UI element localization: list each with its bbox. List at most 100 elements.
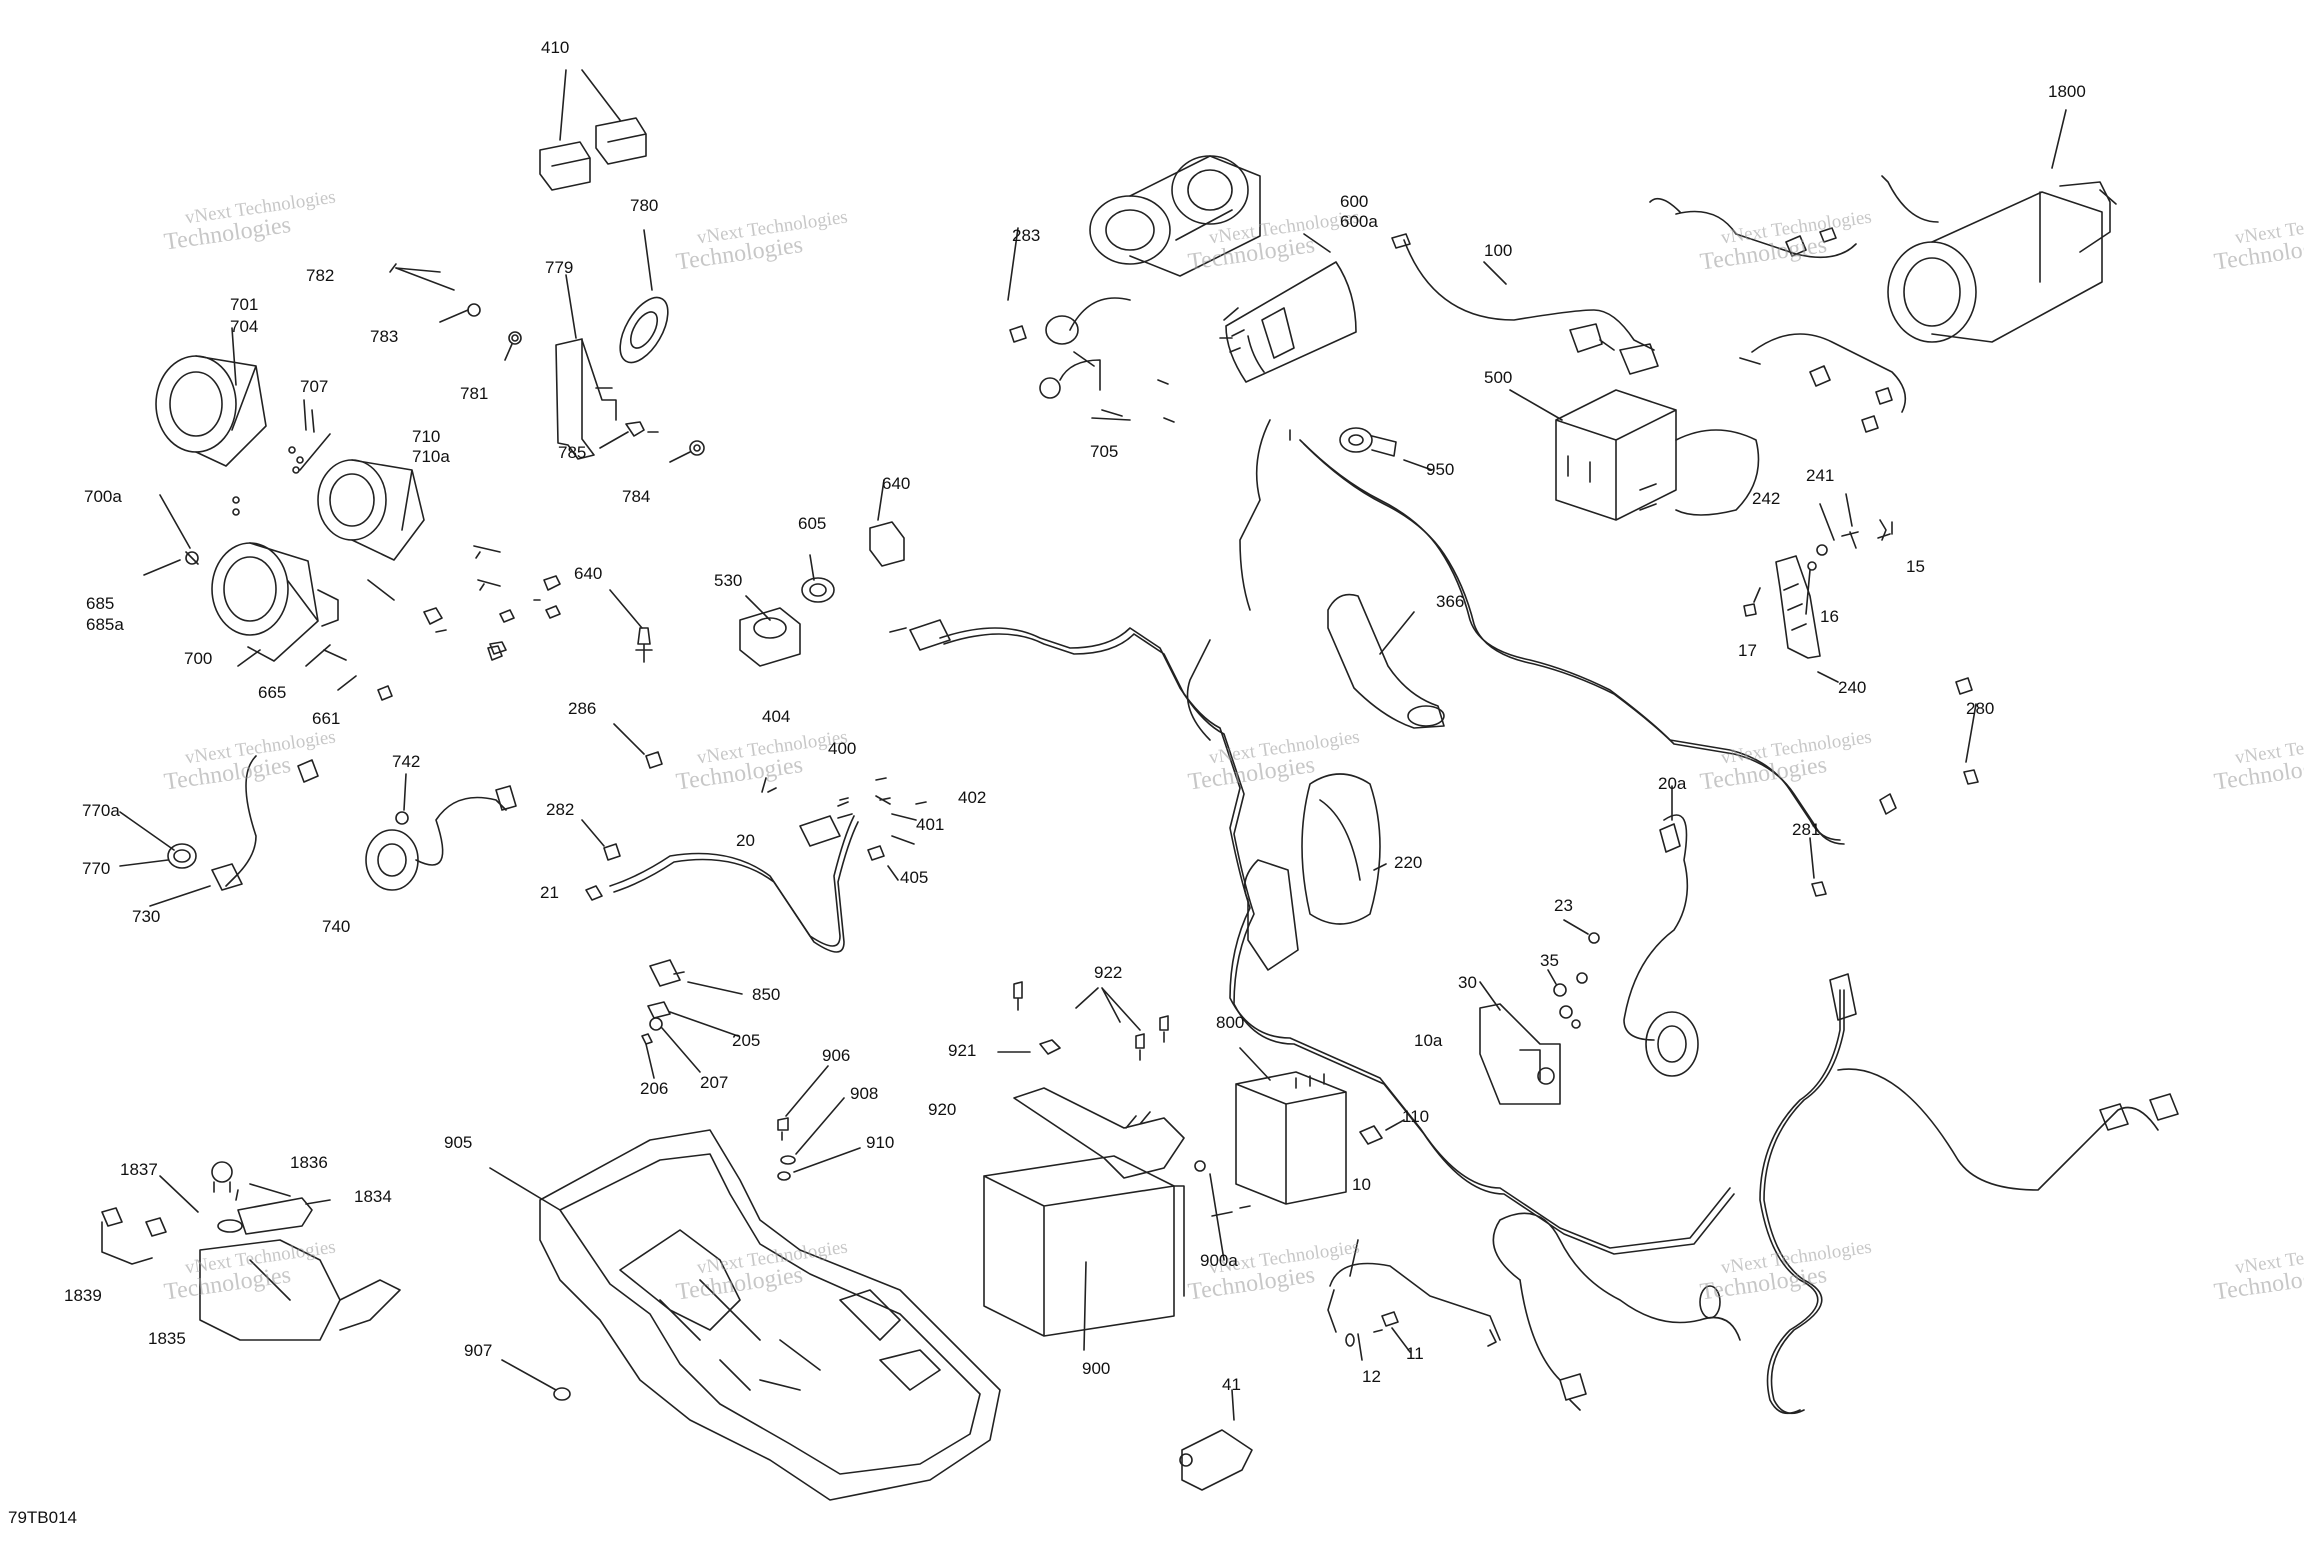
callout-label: 685a [86,615,124,634]
harness-lower-right [1492,973,2179,1415]
callout-label: 782 [306,266,335,285]
callout-label: 30 [1458,973,1477,992]
callout-label: 742 [392,752,421,771]
battery-hardware [777,981,1169,1181]
callout-label: 207 [700,1073,729,1092]
pedal-assembly [101,1161,401,1341]
callout-label: 900a [1200,1251,1238,1270]
fuse-boxes [539,69,647,191]
bracket-240 [1743,493,1893,683]
callout-label: 404 [762,707,791,726]
callout-label: 400 [828,739,857,758]
callout-label: 1837 [120,1160,158,1179]
callout-label: 12 [1362,1367,1381,1386]
callout-label: 10a [1414,1031,1443,1050]
sensor-730 [119,755,319,907]
callout-label: 905 [444,1133,473,1152]
callout-label: 600 [1340,192,1369,211]
throttle-assembly [1007,155,1357,423]
connectors-850 [641,959,743,1079]
callout-label: 110 [1402,1107,1430,1126]
callout-label: 1800 [2048,82,2086,101]
ignition-parts [609,479,905,667]
hose-366 [1327,593,1445,729]
headlights-left [143,327,425,691]
callout-label: 740 [322,917,351,936]
callout-label: 906 [822,1046,851,1065]
callout-label: 730 [132,907,161,926]
callout-label: 784 [622,487,651,506]
callout-label: 366 [1436,592,1465,611]
callout-label: 402 [958,788,987,807]
callout-label: 707 [300,377,329,396]
callout-label: 701 [230,295,259,314]
harness-upper-right [1649,197,1907,433]
callout-label: 770 [82,859,111,878]
harness-950-branch [1299,439,1897,845]
callout-label: 241 [1806,466,1835,485]
callout-label: 286 [568,699,597,718]
clips-280-281 [1809,677,1979,897]
foam-220 [1301,773,1387,925]
callout-label: 950 [1426,460,1455,479]
callout-label: 785 [558,443,587,462]
callout-label: 500 [1484,368,1513,387]
callout-label: 281 [1792,820,1821,839]
callout-label: 11 [1406,1344,1424,1363]
callout-label: 640 [574,564,603,583]
callout-label: 10 [1352,1175,1371,1194]
light-screws [323,545,561,701]
callout-label: 910 [866,1133,895,1152]
callout-label: 922 [1094,963,1123,982]
callout-label: 401 [916,815,945,834]
callout-label: 908 [850,1084,879,1103]
callout-label: 23 [1554,896,1573,915]
callout-label: 20a [1658,774,1687,793]
callout-label: 17 [1738,641,1757,660]
callout-label: 665 [258,683,287,702]
callout-label: 220 [1394,853,1423,872]
switch-950 [1339,427,1433,471]
battery-cable-20 [585,777,927,953]
hardware-bolts [389,263,705,463]
callout-label: 100 [1484,241,1513,260]
callout-label: 405 [900,868,929,887]
callout-label: 15 [1906,557,1925,576]
sensor-740 [365,773,517,891]
callout-label: 700 [184,649,213,668]
callout-label: 850 [752,985,781,1004]
callout-label: 35 [1540,951,1559,970]
callout-label: 16 [1820,607,1839,626]
ground-cable-10 [1179,1239,1501,1491]
callout-label: 700a [84,487,122,506]
callout-label: 410 [541,38,570,57]
callout-label: 205 [732,1031,761,1050]
callout-label: 20 [736,831,755,850]
callout-label: 770a [82,801,120,820]
callout-label: 800 [1216,1013,1245,1032]
bracket-30 [1479,919,1600,1105]
callout-label: 600a [1340,212,1378,231]
winch-1800 [1881,109,2117,343]
callout-label: 242 [1752,489,1781,508]
callout-label: 685 [86,594,115,613]
callout-label: 282 [546,800,575,819]
callout-label: 1834 [354,1187,392,1206]
callout-label: 907 [464,1341,493,1360]
callout-label: 781 [460,384,489,403]
horn-and-bracket [555,229,669,460]
callout-label: 21 [540,883,559,902]
callout-label: 206 [640,1079,669,1098]
callout-label: 920 [928,1100,957,1119]
callout-label: 921 [948,1041,977,1060]
diagram-code: 79TB014 [8,1508,77,1527]
callout-label: 900 [1082,1359,1111,1378]
callout-label: 710a [412,447,450,466]
battery-900 [983,1087,1251,1351]
callout-label: 605 [798,514,827,533]
callout-label: 705 [1090,442,1119,461]
clips-282-286 [581,723,663,861]
callout-label: 283 [1012,226,1041,245]
callout-label: 41 [1222,1375,1241,1394]
motor-500 [1509,389,1760,521]
